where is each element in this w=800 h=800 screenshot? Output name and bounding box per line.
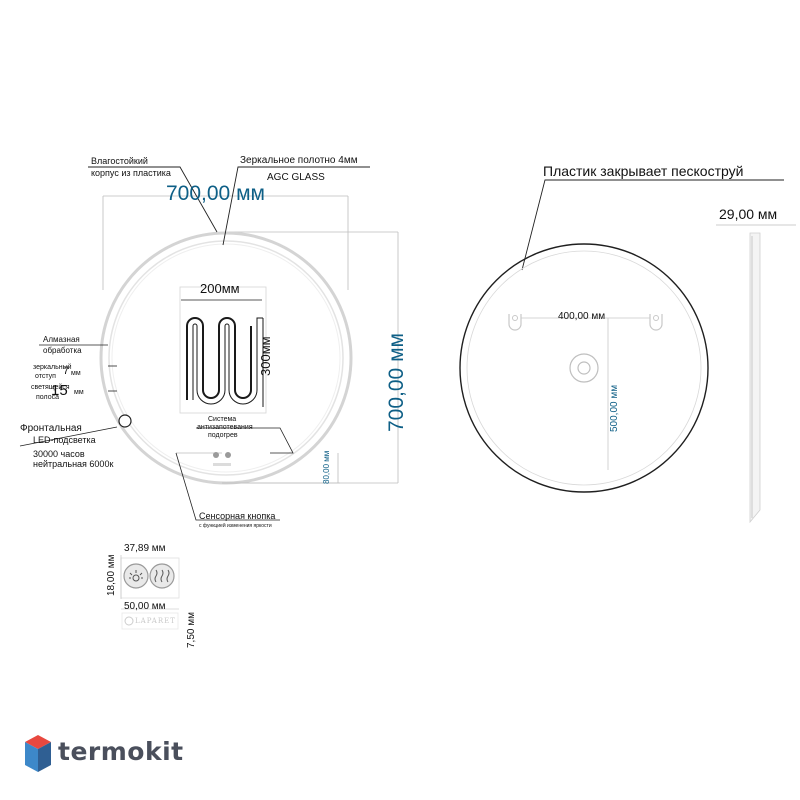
detail-width-label: 37,89 мм (124, 543, 166, 554)
mount-right (649, 314, 663, 331)
diamond-label-line1: Алмазная (43, 335, 80, 344)
led-leader (19, 426, 118, 447)
antifog-label-line3: подогрев (208, 432, 238, 439)
strip-label-line1: светящейся (31, 384, 70, 391)
back-outer-circle (459, 243, 709, 493)
button-side-plate (121, 612, 179, 630)
back-center-ring-inner (577, 361, 591, 375)
housing-label-line2: корпус из пластика (91, 168, 171, 178)
width-dimension: 700,00 мм (166, 182, 265, 205)
mount-height-label: 500,00 мм (609, 384, 620, 432)
touch-button (213, 452, 231, 466)
heater-coil-inner (192, 317, 263, 405)
glass-label: AGC GLASS (267, 172, 325, 183)
offset-label-line1: зеркальный (33, 364, 72, 371)
housing-label-line1: Влагостойкий (91, 156, 148, 166)
heater-frame (179, 286, 267, 414)
brand-label: LAPARET (135, 617, 176, 625)
button-offset-label: 80,00 мм (322, 450, 331, 484)
back-inner-circle (466, 250, 702, 486)
offset-unit: мм (71, 370, 81, 377)
led-label-line2: LED-подсветка (33, 435, 96, 445)
termokit-cube-icon (25, 735, 51, 772)
mirror-offset-ring (111, 243, 341, 473)
offset-value: 7 (63, 365, 70, 377)
button-detail (120, 555, 180, 630)
strip-value: 15 (51, 382, 68, 399)
back-center-ring-outer (569, 353, 599, 383)
heater-width-label: 200мм (200, 281, 240, 296)
mount-left (508, 314, 522, 331)
strip-label-line2: полоса (36, 394, 59, 401)
height-dimension: 700,00 мм (385, 333, 408, 432)
housing-leader (88, 166, 218, 233)
diamond-label-line2: обработка (43, 346, 82, 355)
led-label-line1: Фронтальная (20, 423, 82, 434)
front-view (19, 166, 399, 521)
offset-label-line2: отступ (35, 373, 56, 380)
detail-length-label: 50,00 мм (124, 601, 166, 612)
strip-unit: мм (74, 389, 84, 396)
side-profile (749, 232, 761, 524)
led-label-line3: 30000 часов (33, 449, 85, 459)
heating-icon (154, 569, 170, 583)
detail-depth-label: 7,50 мм (186, 612, 197, 648)
antifog-leader (196, 427, 294, 454)
heater-height-label: 300мм (258, 336, 273, 376)
led-label-line4: нейтральная 6000к (33, 459, 114, 469)
mirror-label: Зеркальное полотно 4мм (240, 155, 358, 166)
detail-height-label: 18,00 мм (106, 554, 117, 596)
depth-label: 29,00 мм (719, 206, 778, 222)
cover-leader (521, 179, 784, 271)
antifog-label-line1: Система (208, 416, 237, 423)
termokit-logo-text: termokit (58, 737, 184, 766)
antifog-label-line2: антизапотевания (197, 424, 253, 431)
mirror-leader (222, 166, 370, 246)
touch-label: Сенсорная кнопка (199, 511, 276, 521)
led-callout-circle (118, 414, 132, 428)
led-strip-ring (108, 240, 344, 476)
cover-label: Пластик закрывает пескоструй (543, 163, 744, 179)
brand-mark (124, 616, 134, 626)
button-left (123, 563, 149, 589)
heater-coil (186, 317, 252, 400)
mount-span-label: 400,00 мм (558, 311, 606, 322)
mirror-outer-rim (99, 231, 353, 485)
brightness-icon (129, 570, 143, 582)
touch-leader (175, 452, 280, 521)
touch-sublabel: с функцией изменения яркости (199, 523, 272, 529)
back-view (459, 179, 796, 524)
